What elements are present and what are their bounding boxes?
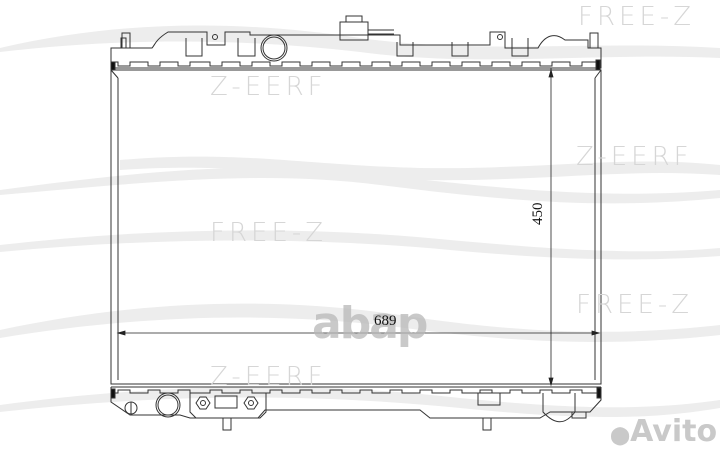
width-dimension-label: 689 (374, 313, 397, 329)
overlay-watermark: abap (312, 298, 428, 349)
radiator-core (110, 69, 602, 385)
brand-watermark-mirrored: Z-EERF (210, 362, 327, 392)
avito-text: Avito (630, 414, 718, 449)
brand-watermark: FREE-Z (576, 290, 694, 320)
brand-watermark-mirrored: Z-EERF (576, 142, 693, 172)
avito-logo: ⬤Avito (610, 414, 717, 449)
top-tank (110, 31, 602, 69)
brand-watermark: FREE-Z (210, 218, 328, 248)
brand-watermark-mirrored: Z-EERF (210, 72, 327, 102)
avito-dots-icon: ⬤ (610, 425, 631, 446)
dimension-lines (116, 68, 601, 387)
height-dimension-label: 450 (530, 202, 546, 226)
radiator (110, 15, 602, 431)
background-waves (0, 25, 720, 417)
brand-watermark: FREE-Z (578, 2, 696, 32)
